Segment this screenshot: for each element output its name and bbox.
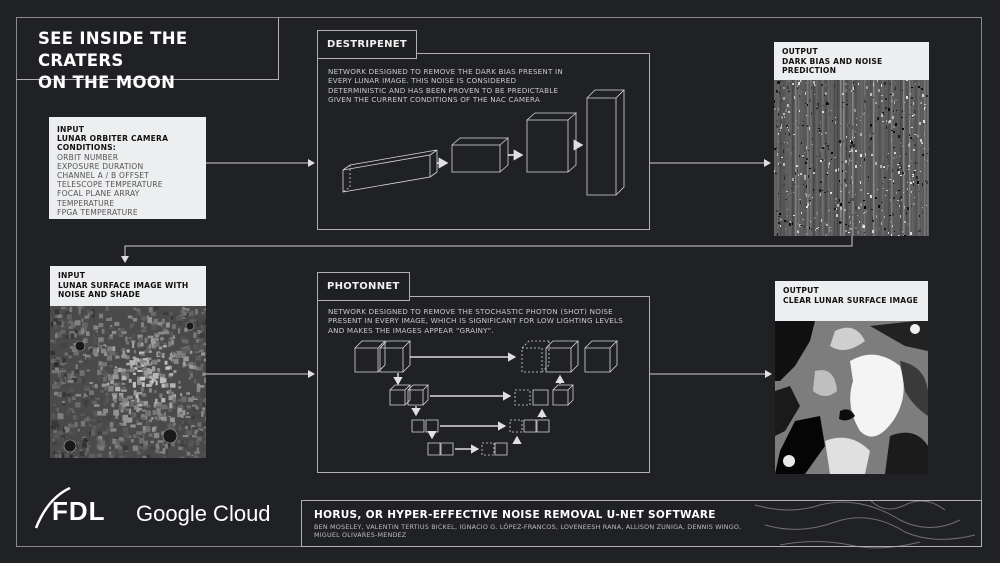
title-line-1: SEE INSIDE THE CRATERS xyxy=(38,29,188,70)
destripenet-description: NETWORK DESIGNED TO REMOVE THE DARK BIAS… xyxy=(328,67,563,105)
input-lunar-line: LUNAR SURFACE IMAGE WITH xyxy=(58,280,189,290)
photonnet-description: NETWORK DESIGNED TO REMOVE THE STOCHASTI… xyxy=(328,307,623,335)
authors-line: BEN MOSELEY, VALENTIN TERTIUS BICKEL, IG… xyxy=(314,523,742,531)
lunar-texture xyxy=(50,306,206,458)
input-lunar-line: INPUT xyxy=(58,271,86,280)
google-cloud-logo: Google Cloud xyxy=(136,501,271,526)
fdl-logo: FDL xyxy=(52,496,106,526)
output-dark-line: OUTPUT xyxy=(782,47,818,56)
destripenet-network-icon xyxy=(342,89,625,196)
input-lunar-label: INPUT LUNAR SURFACE IMAGE WITH NOISE AND… xyxy=(50,266,206,306)
input-camera-heading-2: LUNAR ORBITER CAMERA xyxy=(57,134,169,144)
condition-item: CHANNEL A / B OFFSET xyxy=(57,171,150,181)
title-box xyxy=(16,17,279,80)
noisy-lunar-image xyxy=(50,306,206,458)
output-dark-line: DARK BIAS AND NOISE xyxy=(782,56,883,66)
photonnet-panel xyxy=(317,296,650,473)
clear-lunar-image xyxy=(775,321,928,474)
condition-item: EXPOSURE DURATION xyxy=(57,161,144,171)
title-line-2: ON THE MOON xyxy=(38,73,176,92)
clear-surface-shapes xyxy=(775,321,928,474)
output-clear-label: OUTPUT CLEAR LUNAR SURFACE IMAGE xyxy=(775,281,928,321)
output-dark-label: OUTPUT DARK BIAS AND NOISE PREDICTION xyxy=(774,42,929,80)
condition-item: ORBIT NUMBER xyxy=(57,152,119,162)
destripenet-panel xyxy=(317,53,650,230)
output-clear-line: CLEAR LUNAR SURFACE IMAGE xyxy=(783,295,919,305)
condition-item: FPGA TEMPERATURE xyxy=(57,207,138,217)
condition-item: TELESCOPE TEMPERATURE xyxy=(57,180,163,190)
input-camera-card: INPUT LUNAR ORBITER CAMERA CONDITIONS: O… xyxy=(49,117,206,219)
noise-pattern xyxy=(774,80,929,236)
dark-bias-noise-image xyxy=(774,80,929,236)
page-title: SEE INSIDE THE CRATERS ON THE MOON xyxy=(38,28,278,94)
input-camera-heading-3: CONDITIONS: xyxy=(57,143,117,153)
software-title: HORUS, OR HYPER-EFFECTIVE NOISE REMOVAL … xyxy=(314,509,716,521)
output-clear-line: OUTPUT xyxy=(783,286,819,295)
footer-box xyxy=(301,500,982,547)
photonnet-unet-icon xyxy=(354,340,618,456)
condition-item: FOCAL PLANE ARRAY TEMPERATURE xyxy=(57,189,140,208)
input-lunar-line: NOISE AND SHADE xyxy=(58,290,141,300)
input-camera-heading: INPUT xyxy=(57,125,85,134)
authors: BEN MOSELEY, VALENTIN TERTIUS BICKEL, IG… xyxy=(314,523,754,539)
fdl-swoosh xyxy=(34,486,71,529)
destripenet-tab: DESTRIPENET xyxy=(317,30,418,59)
photonnet-tab: PHOTONNET xyxy=(317,272,410,301)
output-dark-line: PREDICTION xyxy=(782,66,837,76)
authors-line: MIGUEL OLIVARES-MENDEZ xyxy=(314,531,407,539)
